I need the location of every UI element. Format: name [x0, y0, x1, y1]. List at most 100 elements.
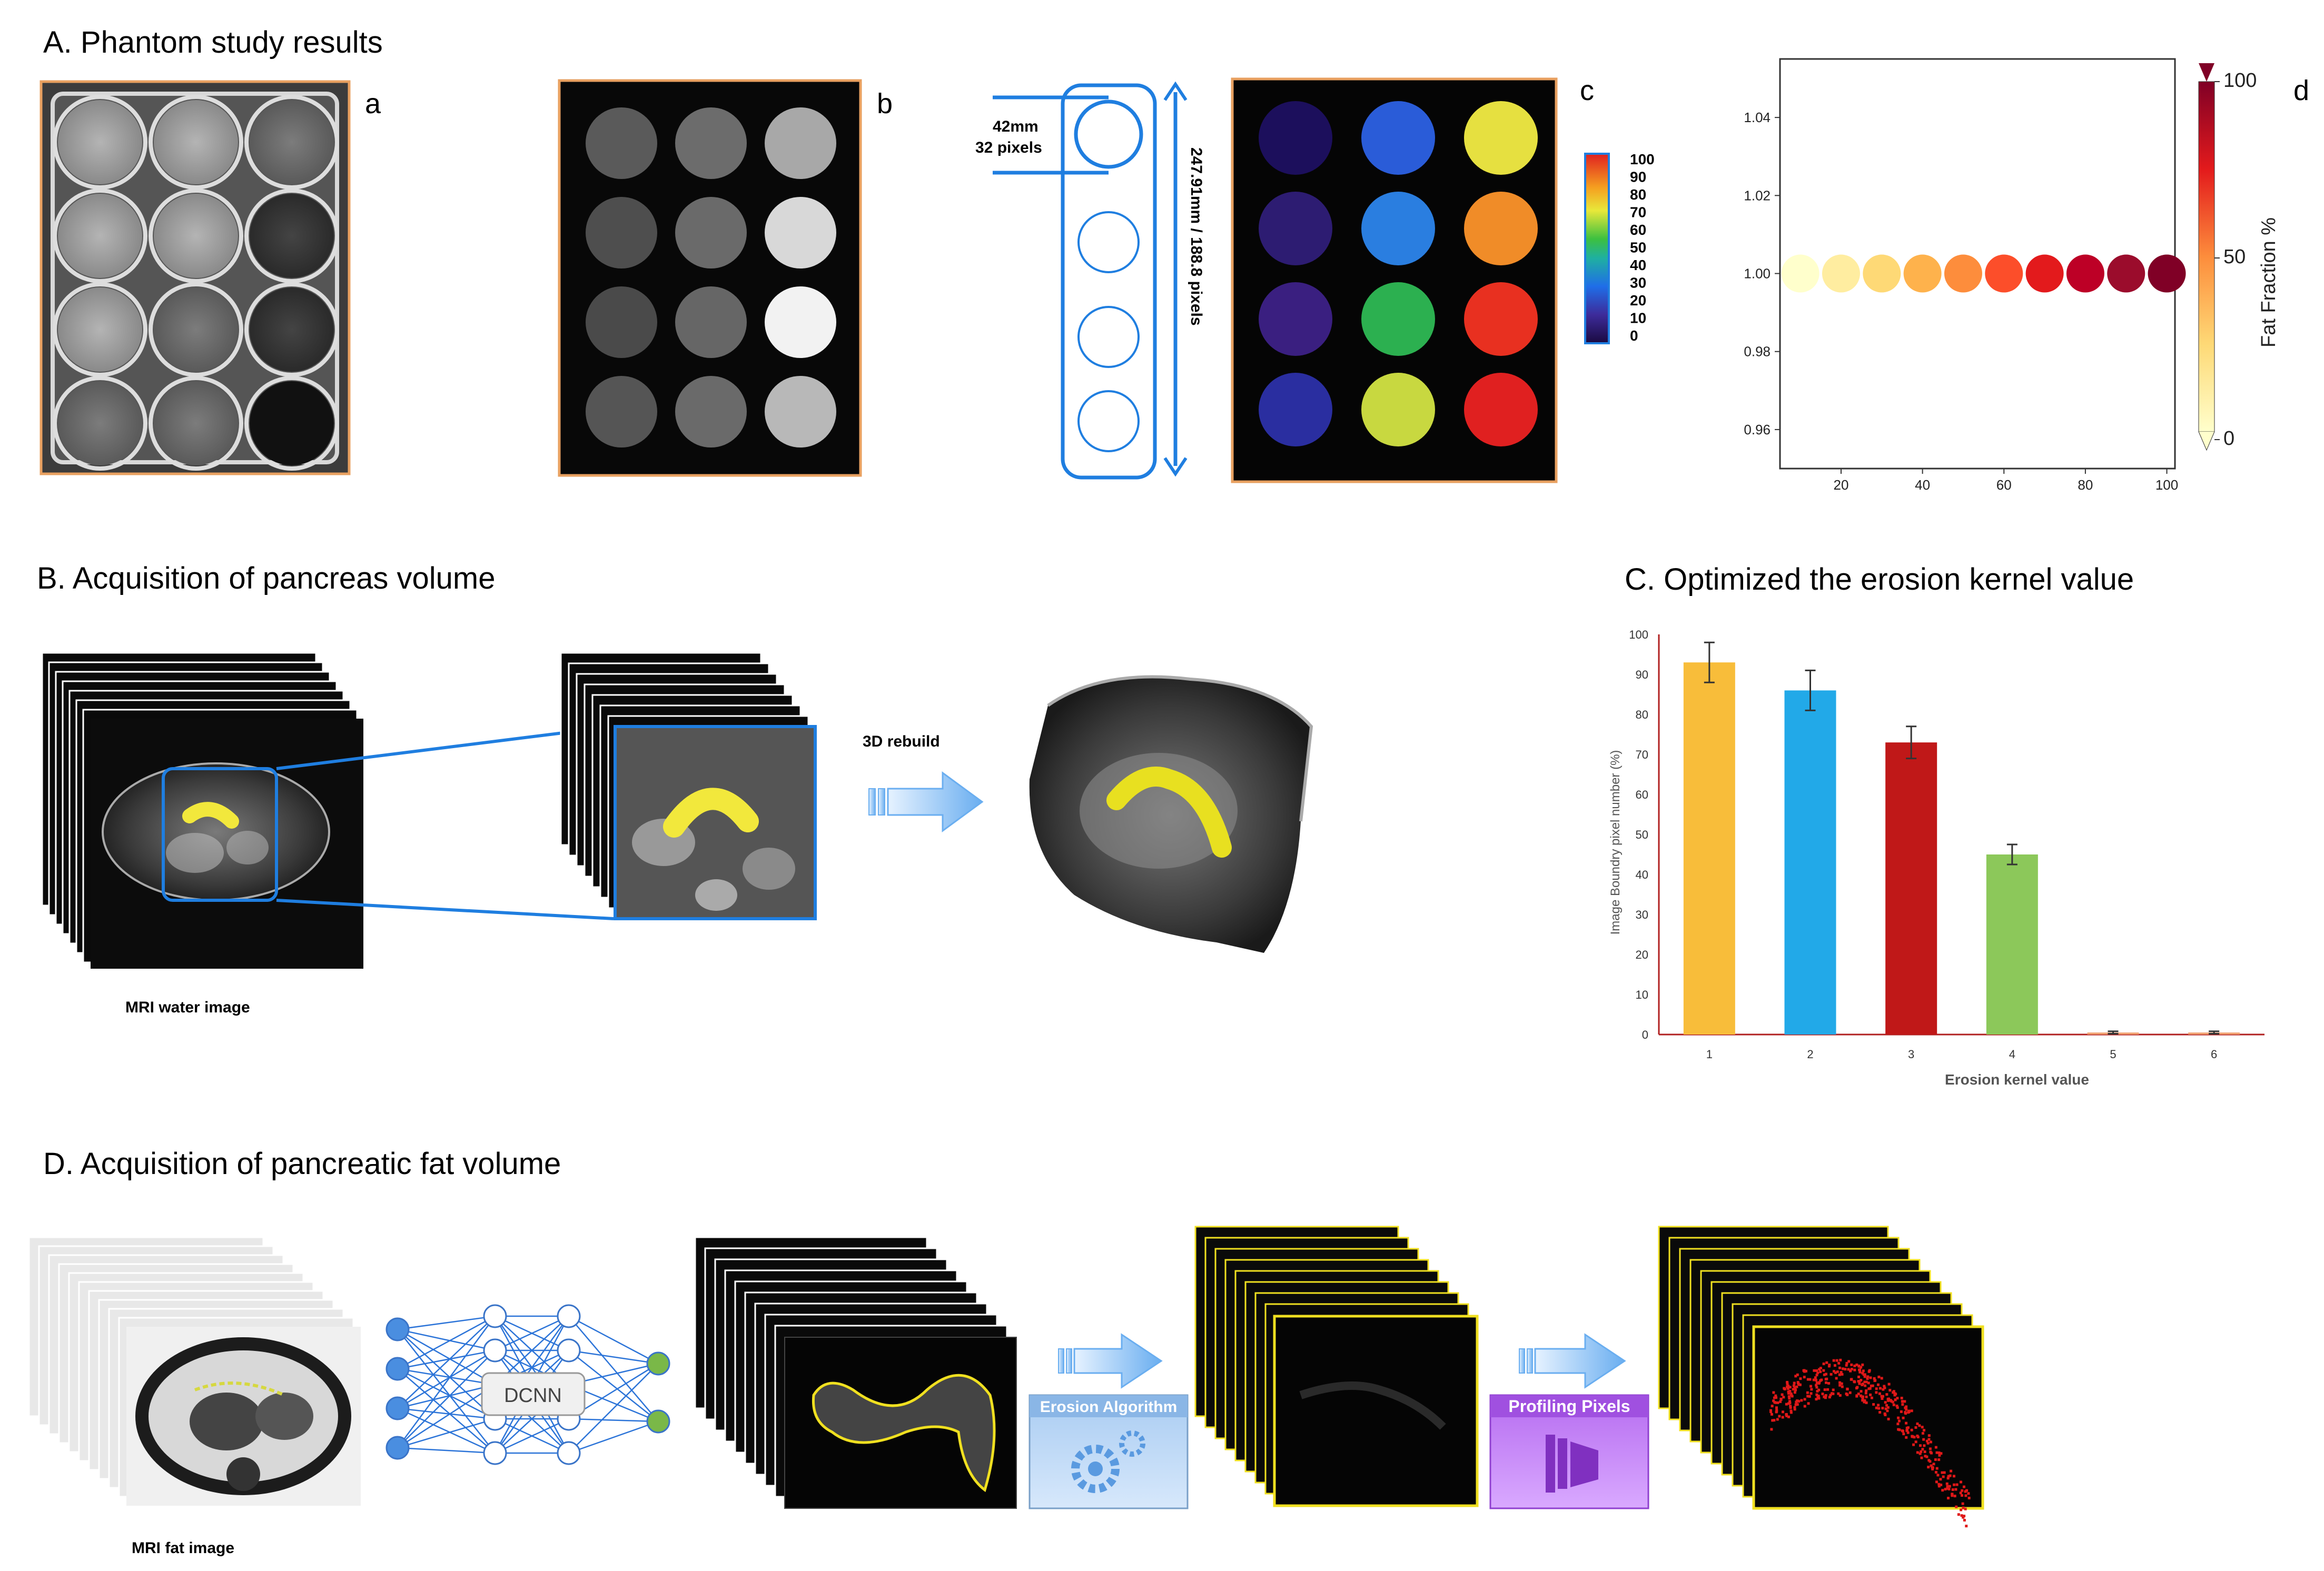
fat-pixel	[1947, 1497, 1950, 1500]
colorbar-c-tick: 70	[1630, 204, 1646, 221]
fat-pixel	[1962, 1506, 1965, 1509]
y-tick-label: 0.98	[1744, 344, 1771, 360]
fat-map-vial	[1361, 101, 1435, 175]
fat-pixel	[1864, 1391, 1867, 1395]
rebuild-arrow	[868, 771, 984, 832]
fat-pixel	[1942, 1475, 1945, 1478]
colorbar-d-tick-label: 0	[2223, 427, 2234, 450]
colorbar-c-tick: 20	[1630, 292, 1646, 309]
panel-letter-d: d	[2293, 75, 2309, 106]
fat-pixel	[1813, 1369, 1816, 1372]
bar	[1885, 742, 1937, 1035]
phantom-vial	[250, 194, 334, 278]
fat-pixel	[1911, 1435, 1914, 1438]
bar-x-tick-label: 6	[2211, 1048, 2217, 1061]
fat-map-vial	[1464, 282, 1538, 356]
fat-pixel	[1779, 1400, 1782, 1403]
dcnn-edge	[397, 1349, 496, 1370]
phantom-vial	[58, 381, 142, 465]
fat-pixel	[1788, 1397, 1791, 1400]
fat-pixel	[1822, 1363, 1825, 1366]
fat-pixel	[1775, 1406, 1778, 1409]
dcnn-node	[385, 1317, 410, 1341]
fat-pixel	[1788, 1386, 1792, 1389]
fat-pixel	[1834, 1371, 1837, 1374]
fat-map-vial	[1464, 101, 1538, 175]
fat-pixel	[1778, 1415, 1781, 1418]
fat-pixel	[1832, 1359, 1835, 1362]
fat-pixel	[1902, 1416, 1905, 1419]
scatter-point	[1781, 254, 1819, 293]
y-tick-label: 1.00	[1744, 266, 1771, 282]
fat-pixel	[1787, 1415, 1790, 1418]
mri-water-label: MRI water image	[125, 999, 250, 1016]
fat-pixel	[1837, 1361, 1841, 1365]
colorbar-c-tick: 90	[1630, 169, 1646, 185]
fat-pixel	[1963, 1518, 1966, 1522]
fat-pixel	[1793, 1408, 1796, 1411]
fat-pixel	[1853, 1364, 1856, 1367]
erosion-algorithm-label: Erosion Algorithm	[1040, 1398, 1178, 1416]
fat-pixel	[1901, 1403, 1904, 1406]
fat-pixel	[1841, 1373, 1844, 1376]
fat-pixel	[1819, 1367, 1822, 1370]
fat-pixel	[1818, 1368, 1821, 1371]
bar-y-tick-label: 70	[1636, 748, 1648, 761]
dcnn-edge	[397, 1407, 496, 1454]
dcnn-edge	[397, 1384, 496, 1409]
fat-pixel	[1855, 1363, 1858, 1366]
bar-y-tick-label: 90	[1636, 668, 1648, 681]
mri-fat-stack	[28, 1236, 361, 1506]
fat-pixel	[1876, 1383, 1880, 1386]
fat-pixel	[1847, 1360, 1851, 1363]
fat-pixel	[1840, 1382, 1843, 1385]
eroded-stack	[1194, 1226, 1479, 1507]
colorbar-c-tick: 60	[1630, 222, 1646, 238]
fat-pixel	[1772, 1399, 1775, 1403]
fat-pixel	[1906, 1426, 1910, 1429]
bar-y-tick-label: 0	[1642, 1028, 1648, 1041]
dcnn-edge	[568, 1349, 659, 1365]
colorbar-c-tick: 80	[1630, 186, 1646, 203]
colorbar-d-tick-label: 100	[2223, 69, 2257, 92]
fat-pixel	[1918, 1424, 1921, 1427]
fat-pixel	[1806, 1391, 1809, 1394]
fat-pixel	[1934, 1446, 1937, 1449]
fat-pixel	[1832, 1392, 1835, 1395]
fat-pixel	[1886, 1409, 1889, 1413]
mri-water-stack	[41, 652, 614, 969]
fat-pixel	[1938, 1454, 1941, 1457]
phantom-vial	[154, 287, 238, 372]
fat-pixel	[1875, 1391, 1878, 1394]
fat-pixel	[1862, 1373, 1865, 1376]
fat-pixel	[1792, 1384, 1795, 1387]
fat-pixel	[1935, 1480, 1938, 1484]
fat-map-vial	[1464, 373, 1538, 446]
fat-pixel	[1900, 1410, 1903, 1413]
fat-pixel	[1869, 1393, 1872, 1396]
fat-pixel	[1860, 1366, 1863, 1369]
fat-pixel	[1857, 1393, 1860, 1396]
fat-pixel	[1946, 1485, 1949, 1488]
fat-pixel	[1806, 1378, 1809, 1381]
scatter-point	[2148, 254, 2186, 293]
mri-vial	[675, 376, 747, 448]
fat-pixel	[1884, 1401, 1887, 1404]
fat-pixel	[1770, 1428, 1773, 1431]
dcnn-edge	[495, 1418, 569, 1454]
dcnn-node	[557, 1304, 581, 1328]
fat-pixel	[1863, 1380, 1866, 1384]
fat-pixel	[1824, 1396, 1827, 1399]
fat-map-vial	[1361, 192, 1435, 265]
zoom-stack	[560, 652, 817, 920]
fat-pixel	[1776, 1418, 1779, 1421]
mri-vial	[765, 376, 836, 448]
fat-pixel	[1861, 1397, 1864, 1400]
fat-pixel	[1883, 1385, 1886, 1388]
fat-pixel	[1919, 1444, 1922, 1447]
fat-pixel	[1857, 1375, 1861, 1378]
fat-fraction-axis-label: Fat Fraction %	[2258, 217, 2280, 347]
section-a-title: A. Phantom study results	[43, 25, 383, 59]
fat-pixel	[1809, 1385, 1813, 1388]
